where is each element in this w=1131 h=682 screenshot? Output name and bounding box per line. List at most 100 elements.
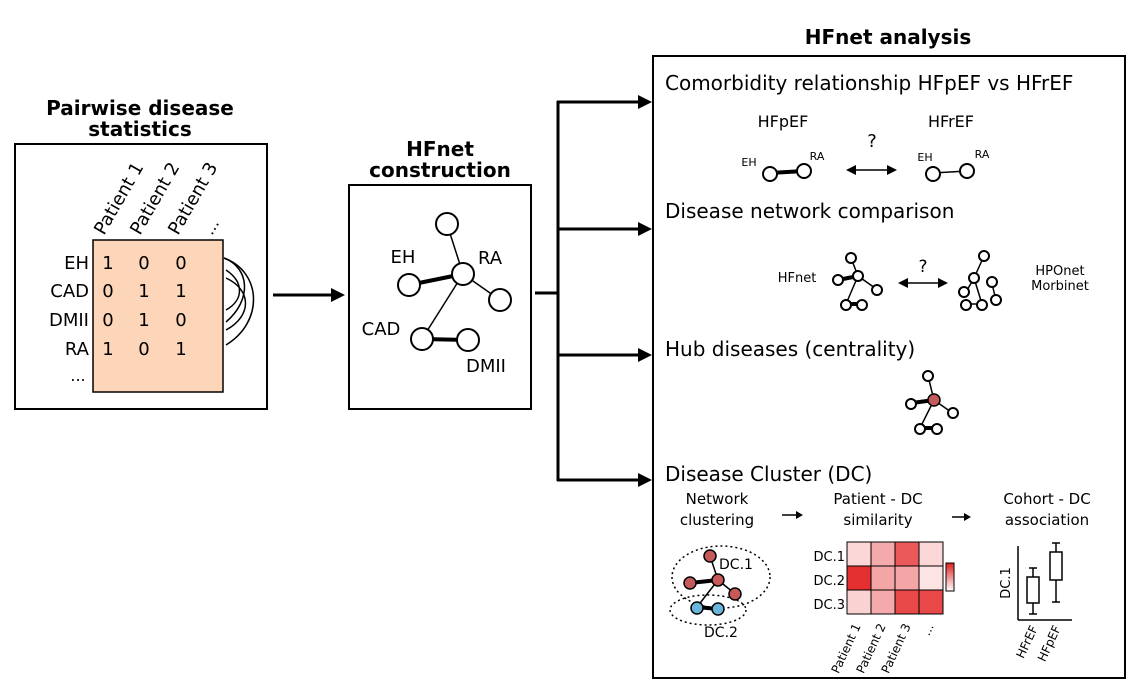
branch-arrows — [535, 95, 652, 487]
cluster-step1-line1: Network — [686, 490, 749, 508]
pairwise-box — [14, 143, 268, 410]
comorbidity-heading: Comorbidity relationship HFpEF vs HFrEF — [665, 71, 1073, 95]
incidence-matrix — [92, 239, 224, 393]
cluster-step2-line2: similarity — [843, 511, 912, 529]
arrowhead — [846, 165, 856, 175]
arrowhead — [898, 278, 908, 288]
network-node — [435, 212, 459, 236]
matrix-more-rows: ... — [70, 366, 85, 385]
cluster-step2-line1: Patient - DC — [833, 490, 922, 508]
construction-title-line1: HFnet — [406, 137, 474, 161]
construction-panel: HFnet construction EH RA CAD DMII — [348, 137, 532, 410]
analysis-box — [652, 55, 1126, 679]
network-node-dmii — [456, 328, 480, 352]
heatmap-cell — [870, 565, 896, 591]
hponet-mini-network — [958, 250, 1002, 311]
pairwise-title-line2: statistics — [88, 117, 191, 141]
hfpef-node-ra — [796, 163, 812, 179]
network-node-cad — [410, 327, 434, 351]
cluster-network — [669, 545, 771, 626]
heatmap-cell — [894, 589, 920, 615]
network-node-eh — [397, 273, 421, 297]
matrix-cell: 0 — [138, 339, 149, 360]
heatmap-row-label: DC.3 — [814, 598, 846, 613]
cluster-label-dc2: DC.2 — [704, 625, 738, 641]
analysis-title: HFnet analysis — [805, 25, 972, 49]
arrowhead — [887, 165, 897, 175]
node-label-eh: EH — [391, 247, 416, 268]
comparison-left-label: HFnet — [778, 271, 817, 286]
construction-title-line2: construction — [369, 158, 511, 182]
matrix-row-label: EH — [64, 253, 89, 274]
hfref-label-eh: EH — [917, 151, 932, 164]
hfref-node-eh — [925, 166, 941, 182]
network-edge — [421, 273, 464, 340]
hfpef-label-ra: RA — [810, 150, 825, 163]
cluster-label-dc1: DC.1 — [719, 557, 753, 573]
heatmap-cell — [918, 541, 944, 567]
heatmap-cell — [918, 565, 944, 591]
heatmap-col-label: ... — [919, 621, 937, 637]
comparison-question: ? — [918, 257, 927, 277]
heatmap-cell — [846, 589, 872, 615]
matrix-cell: 1 — [175, 281, 186, 302]
matrix-cell: 1 — [102, 253, 113, 274]
boxplot-ylabel: DC.1 — [999, 567, 1014, 599]
matrix-row-label: CAD — [50, 281, 89, 302]
node-label-ra: RA — [478, 248, 503, 269]
heatmap-row-label: DC.1 — [814, 550, 846, 565]
matrix-row-label: RA — [65, 339, 90, 360]
hfpef-node-eh — [762, 166, 778, 182]
heatmap-cell — [846, 541, 872, 567]
matrix-col-header: ... — [199, 215, 223, 238]
analysis-panel: HFnet analysis Comorbidity relationship … — [652, 25, 1126, 679]
comorbidity-right-label: HFrEF — [928, 112, 974, 131]
matrix-cell: 1 — [138, 310, 149, 331]
node-label-dmii: DMII — [466, 356, 506, 377]
arrowhead — [796, 511, 803, 519]
heatmap-cell — [918, 589, 944, 615]
cluster-step1-line2: clustering — [680, 511, 754, 529]
cluster-step3-line1: Cohort - DC — [1003, 490, 1090, 508]
hub-heading: Hub diseases (centrality) — [665, 337, 915, 361]
network-node-ra — [451, 262, 475, 286]
node-label-cad: CAD — [362, 319, 401, 340]
comparison-heading: Disease network comparison — [665, 199, 954, 223]
comparison-right-label-2: Morbinet — [1031, 279, 1089, 294]
arrowhead — [938, 278, 948, 288]
comorbidity-question: ? — [867, 131, 877, 152]
hfref-label-ra: RA — [975, 148, 990, 161]
comorbidity-left-label: HFpEF — [758, 112, 809, 131]
pairwise-panel: Pairwise disease statistics Patient 1 Pa… — [14, 96, 268, 410]
arrowhead — [964, 513, 971, 521]
matrix-cell: 0 — [102, 310, 113, 331]
similarity-heatmap — [846, 541, 944, 615]
heatmap-cell — [870, 589, 896, 615]
matrix-cell: 1 — [175, 339, 186, 360]
heatmap-cell — [870, 541, 896, 567]
arrowhead — [331, 288, 345, 302]
network-node — [488, 288, 512, 312]
pairwise-title-line1: Pairwise disease — [46, 96, 234, 120]
heatmap-row-label: DC.2 — [814, 574, 846, 589]
comparison-right-label-1: HPOnet — [1035, 264, 1084, 279]
pairwise-arcs — [223, 257, 255, 346]
matrix-cell: 1 — [138, 281, 149, 302]
hfpef-label-eh: EH — [741, 156, 756, 169]
hfnet-mini-network — [832, 252, 883, 311]
heatmap-cell — [846, 565, 872, 591]
hfref-node-ra — [959, 163, 975, 179]
hub-mini-network — [905, 370, 959, 435]
matrix-cell: 1 — [102, 339, 113, 360]
matrix-cell: 0 — [175, 253, 186, 274]
cluster-step3-line2: association — [1005, 511, 1089, 529]
cohort-boxplot — [1017, 542, 1072, 621]
construction-box — [348, 184, 532, 410]
hub-node-highlighted — [927, 393, 941, 407]
cluster-heading: Disease Cluster (DC) — [665, 462, 872, 486]
heatmap-color-legend — [945, 562, 955, 592]
heatmap-cell — [894, 565, 920, 591]
matrix-cell: 0 — [102, 281, 113, 302]
matrix-cell: 0 — [175, 310, 186, 331]
